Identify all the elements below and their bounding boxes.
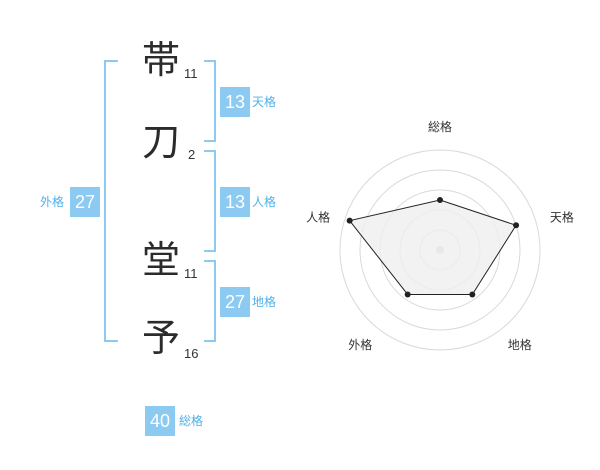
chikaku-label: 地格: [252, 295, 277, 309]
radar-axis-label-3: 外格: [348, 337, 372, 352]
radar-axis-label-2: 地格: [508, 337, 532, 352]
jinkaku-bracket: [204, 150, 216, 252]
radar-axis-label-0: 総格: [428, 119, 452, 134]
stroke-count-4: 16: [184, 346, 199, 361]
radar-grid-ring: [339, 149, 541, 351]
soukaku-label: 総格: [179, 414, 204, 428]
chikaku-value: 27: [220, 287, 250, 317]
stroke-count-2: 2: [188, 147, 196, 162]
tenkaku-bracket: [204, 60, 216, 142]
gaikaku-value: 27: [70, 187, 100, 217]
jinkaku-value: 13: [220, 187, 250, 217]
tenkaku-label: 天格: [252, 95, 277, 109]
jinkaku-label: 人格: [252, 195, 277, 209]
stroke-count-1: 11: [184, 66, 198, 81]
name-char-3: 堂: [142, 238, 181, 282]
radar-point-0: [437, 197, 443, 203]
soukaku-value: 40: [145, 406, 175, 436]
name-char-2: 刀: [142, 120, 181, 164]
name-char-4: 予: [142, 316, 181, 360]
radar-point-1: [513, 222, 520, 229]
name-char-1: 帯: [142, 38, 181, 82]
chikaku-bracket: [204, 260, 216, 342]
radar-point-3: [404, 291, 411, 298]
radar-point-2: [469, 291, 476, 298]
gaikaku-label: 外格: [40, 195, 65, 209]
radar-axis-label-1: 天格: [550, 210, 574, 225]
stroke-count-3: 11: [184, 266, 198, 281]
radar-axis-label-4: 人格: [306, 210, 330, 225]
gaikaku-bracket: [104, 60, 118, 342]
tenkaku-value: 13: [220, 87, 250, 117]
radar-point-4: [346, 217, 353, 224]
radar-area: [348, 199, 517, 295]
radar-grid-ring: [359, 169, 521, 331]
